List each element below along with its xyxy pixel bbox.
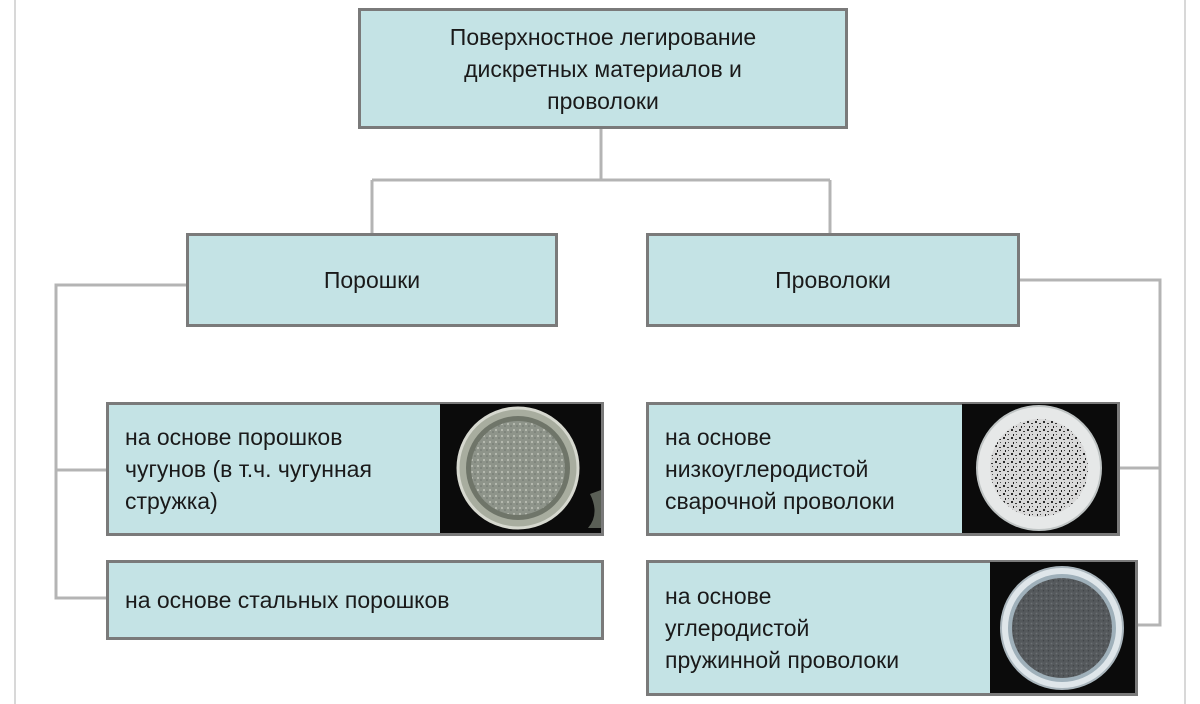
wires-label: Проволоки	[775, 267, 891, 293]
cast-iron-cross-section-image	[440, 404, 601, 533]
powders-box: Порошки	[186, 233, 558, 327]
low-carbon-cross-section-image	[962, 404, 1117, 533]
powders-label: Порошки	[323, 267, 421, 293]
spring-wire-label: на основе углеродистой пружинной проволо…	[665, 583, 900, 673]
spring-wire-cross-section-image	[990, 562, 1135, 693]
steel-powder-box: на основе стальных порошков	[106, 560, 604, 640]
connector-wires-bracket	[1020, 278, 1162, 627]
root-label: Поверхностное легирование дискретных мат…	[449, 23, 757, 114]
steel-powder-label: на основе стальных порошков	[125, 587, 450, 613]
frame-left-line	[14, 0, 16, 704]
connector-powders-bracket	[54, 283, 186, 600]
root-box: Поверхностное легирование дискретных мат…	[358, 8, 848, 129]
cast-iron-powder-label: на основе порошков чугунов (в т.ч. чугун…	[125, 424, 372, 514]
low-carbon-wire-label: на основе низкоуглеродистой сварочной пр…	[665, 424, 895, 514]
wires-box: Проволоки	[646, 233, 1020, 327]
frame-right-line	[1184, 0, 1186, 704]
